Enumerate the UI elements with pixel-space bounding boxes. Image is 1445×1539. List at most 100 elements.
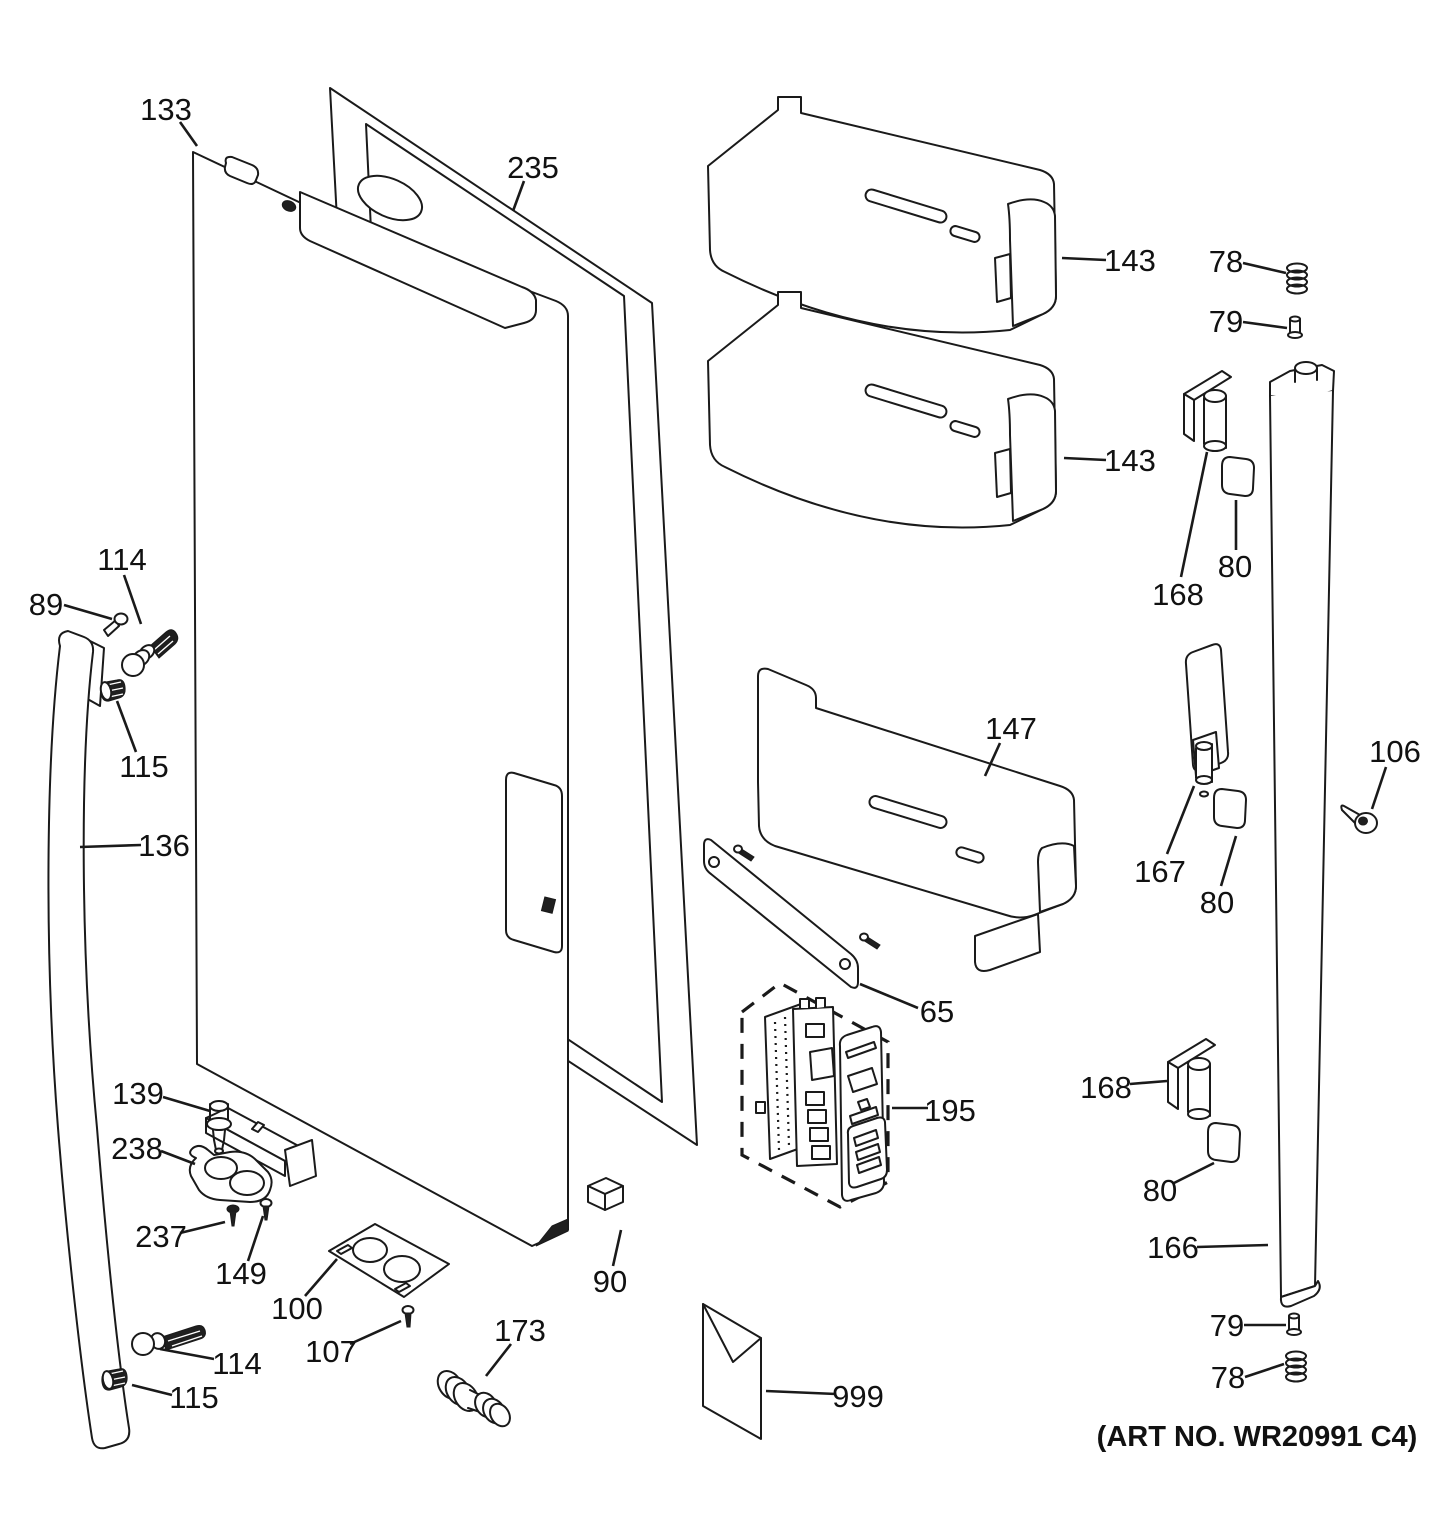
callout-999-33: 999 [832, 1379, 884, 1414]
screw-149 [259, 1198, 273, 1221]
cam-plate-100 [328, 1223, 450, 1298]
leader-line-143-3 [1063, 456, 1107, 462]
fresh-food-door [192, 151, 569, 1247]
leader-line-149-26 [246, 1215, 265, 1262]
leader-line-89-19 [63, 603, 113, 621]
door-bin-upper-143 [707, 96, 1057, 334]
callout-79-5: 79 [1209, 304, 1243, 339]
leader-line-80-11 [1219, 835, 1238, 887]
leader-line-173-31 [484, 1343, 513, 1377]
leader-line-106-9 [1370, 766, 1388, 810]
door-bin-147 [757, 667, 1077, 972]
cam-bracket-238 [188, 1144, 273, 1203]
leader-line-90-32 [611, 1229, 623, 1267]
callout-100-27: 100 [271, 1291, 323, 1326]
callout-78-4: 78 [1209, 244, 1243, 279]
set-screw-115-top [99, 679, 126, 702]
callout-78-18: 78 [1211, 1360, 1245, 1395]
spring-78-bottom [1281, 1350, 1307, 1383]
top-hinge-168 [1183, 370, 1232, 452]
callout-238-24: 238 [111, 1131, 163, 1166]
callout-173-31: 173 [494, 1313, 546, 1348]
leader-line-143-2 [1061, 256, 1107, 262]
callout-237-25: 237 [135, 1219, 187, 1254]
callout-235-1: 235 [507, 150, 559, 185]
callout-80-11: 80 [1200, 885, 1234, 920]
callout-107-28: 107 [305, 1334, 357, 1369]
leader-line-168-14 [1129, 1079, 1168, 1086]
hinge-cover-80-middle [1213, 788, 1247, 832]
leader-line-235-1 [511, 180, 526, 212]
leader-line-147-8 [983, 742, 1002, 777]
bearing-bar-139 [205, 1100, 317, 1187]
callout-147-8: 147 [985, 711, 1037, 746]
callout-133-0: 133 [140, 92, 192, 127]
callout-143-3: 143 [1104, 443, 1156, 478]
callout-115-21: 115 [119, 749, 168, 784]
callout-115-30: 115 [169, 1380, 218, 1415]
shoulder-screw-114-bottom [131, 1325, 206, 1356]
leader-line-100-27 [304, 1258, 338, 1297]
callout-168-14: 168 [1080, 1070, 1132, 1105]
leader-line-107-28 [349, 1319, 402, 1346]
callout-168-6: 168 [1152, 577, 1204, 612]
callout-136-22: 136 [138, 828, 190, 863]
handle-screw-89 [103, 612, 129, 637]
leader-line-114-29 [159, 1347, 215, 1361]
leader-line-114-20 [122, 574, 143, 625]
art-number: (ART NO. WR20991 C4) [1097, 1421, 1418, 1453]
pin-79-top [1287, 315, 1303, 339]
bin-cover-plate-65 [703, 838, 881, 989]
callout-90-32: 90 [593, 1264, 627, 1299]
door-handle [47, 630, 131, 1450]
callout-166-16: 166 [1147, 1230, 1199, 1265]
shoulder-screw-114-top [121, 629, 179, 677]
callout-139-23: 139 [112, 1076, 164, 1111]
callout-114-20: 114 [97, 542, 146, 577]
callout-114-29: 114 [212, 1346, 261, 1381]
leader-line-65-12 [859, 982, 919, 1010]
leader-line-115-30 [131, 1383, 173, 1397]
callout-80-7: 80 [1218, 549, 1252, 584]
callout-80-15: 80 [1143, 1173, 1177, 1208]
literature-envelope-999 [702, 1303, 762, 1440]
callout-149-26: 149 [215, 1256, 267, 1291]
mullion-rail-166 [1269, 361, 1335, 1308]
wire-harness-90 [587, 1177, 624, 1211]
shoulder-screw-106 [1340, 804, 1378, 834]
bottom-hinge-168 [1167, 1038, 1216, 1120]
screw-237 [226, 1204, 240, 1227]
callout-195-13: 195 [924, 1093, 976, 1128]
leader-line-238-24 [160, 1149, 196, 1166]
leader-line-237-25 [179, 1220, 226, 1235]
set-screw-115-bottom [101, 1368, 128, 1391]
leader-line-136-22 [79, 843, 142, 849]
callout-79-17: 79 [1210, 1308, 1244, 1343]
spring-78-top [1282, 262, 1308, 295]
callout-labels: 133 235 143 143 78 79 168 80 147 106 167 80 65 195 168… [29, 92, 1421, 1415]
pin-79-bottom [1286, 1312, 1302, 1336]
control-board-assembly-195 [740, 981, 890, 1209]
leader-line-139-23 [162, 1095, 211, 1113]
hinge-cover-80-top [1221, 456, 1255, 500]
callout-89-19: 89 [29, 587, 63, 622]
leader-line-78-18 [1244, 1362, 1285, 1379]
leader-line-167-10 [1165, 785, 1196, 855]
leader-line-133-0 [178, 121, 199, 147]
leader-line-115-21 [115, 700, 138, 753]
leader-line-78-4 [1242, 261, 1287, 275]
callout-167-10: 167 [1134, 854, 1186, 889]
leader-line-999-33 [765, 1389, 837, 1396]
callout-143-2: 143 [1104, 243, 1156, 278]
callout-106-9: 106 [1369, 734, 1421, 769]
roller-assembly-173 [436, 1370, 511, 1428]
leader-line-168-6 [1179, 451, 1209, 578]
leader-line-79-5 [1242, 320, 1288, 330]
leader-line-166-16 [1196, 1243, 1269, 1249]
center-hinge-167 [1184, 643, 1230, 798]
leader-line-80-15 [1173, 1161, 1215, 1185]
hinge-cover-80-bottom [1207, 1122, 1241, 1166]
callout-65-12: 65 [920, 994, 954, 1029]
